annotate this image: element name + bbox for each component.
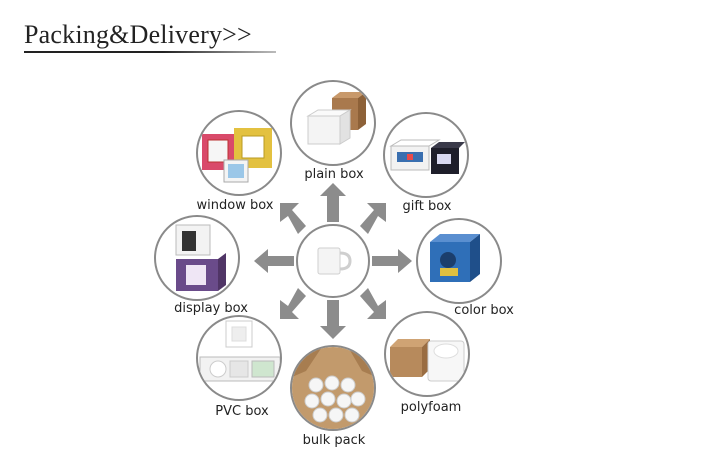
center-mug-circle: [296, 224, 370, 298]
pvc-box-circle: [196, 315, 282, 401]
label-bulk-pack: bulk pack: [302, 433, 366, 448]
label-gift-box: gift box: [402, 199, 452, 214]
polyfoam-circle: [384, 311, 470, 397]
arrow-left: [254, 249, 294, 273]
plain-box-circle: [290, 80, 376, 166]
title-underline: [24, 51, 276, 53]
arrow-up-right: [360, 203, 386, 234]
display-box-image: [175, 224, 226, 291]
bulk-pack-circle: [290, 345, 376, 431]
label-plain-box: plain box: [304, 167, 364, 182]
arrow-down: [320, 300, 346, 339]
mug-icon: [317, 247, 352, 275]
window-box-image: [202, 128, 272, 183]
arrow-up: [320, 183, 346, 222]
label-pvc-box: PVC box: [215, 404, 269, 419]
arrow-right: [372, 249, 412, 273]
arrow-down-right: [360, 288, 386, 319]
display-box-circle: [154, 215, 240, 301]
page-title: Packing&Delivery>>: [24, 20, 252, 49]
color-box-circle: [416, 218, 502, 304]
label-color-box: color box: [454, 303, 514, 318]
gift-box-image: [389, 139, 465, 174]
label-display-box: display box: [174, 301, 248, 316]
arrow-up-left: [280, 203, 306, 234]
plain-box-image: [306, 92, 366, 145]
gift-box-circle: [383, 112, 469, 198]
bulk-pack-image: [292, 347, 374, 429]
window-box-circle: [196, 110, 282, 196]
color-box-image: [430, 234, 480, 282]
pvc-box-image: [199, 320, 280, 382]
label-window-box: window box: [196, 198, 274, 213]
arrow-down-left: [280, 288, 306, 319]
polyfoam-image: [390, 339, 465, 382]
label-polyfoam: polyfoam: [400, 400, 462, 415]
